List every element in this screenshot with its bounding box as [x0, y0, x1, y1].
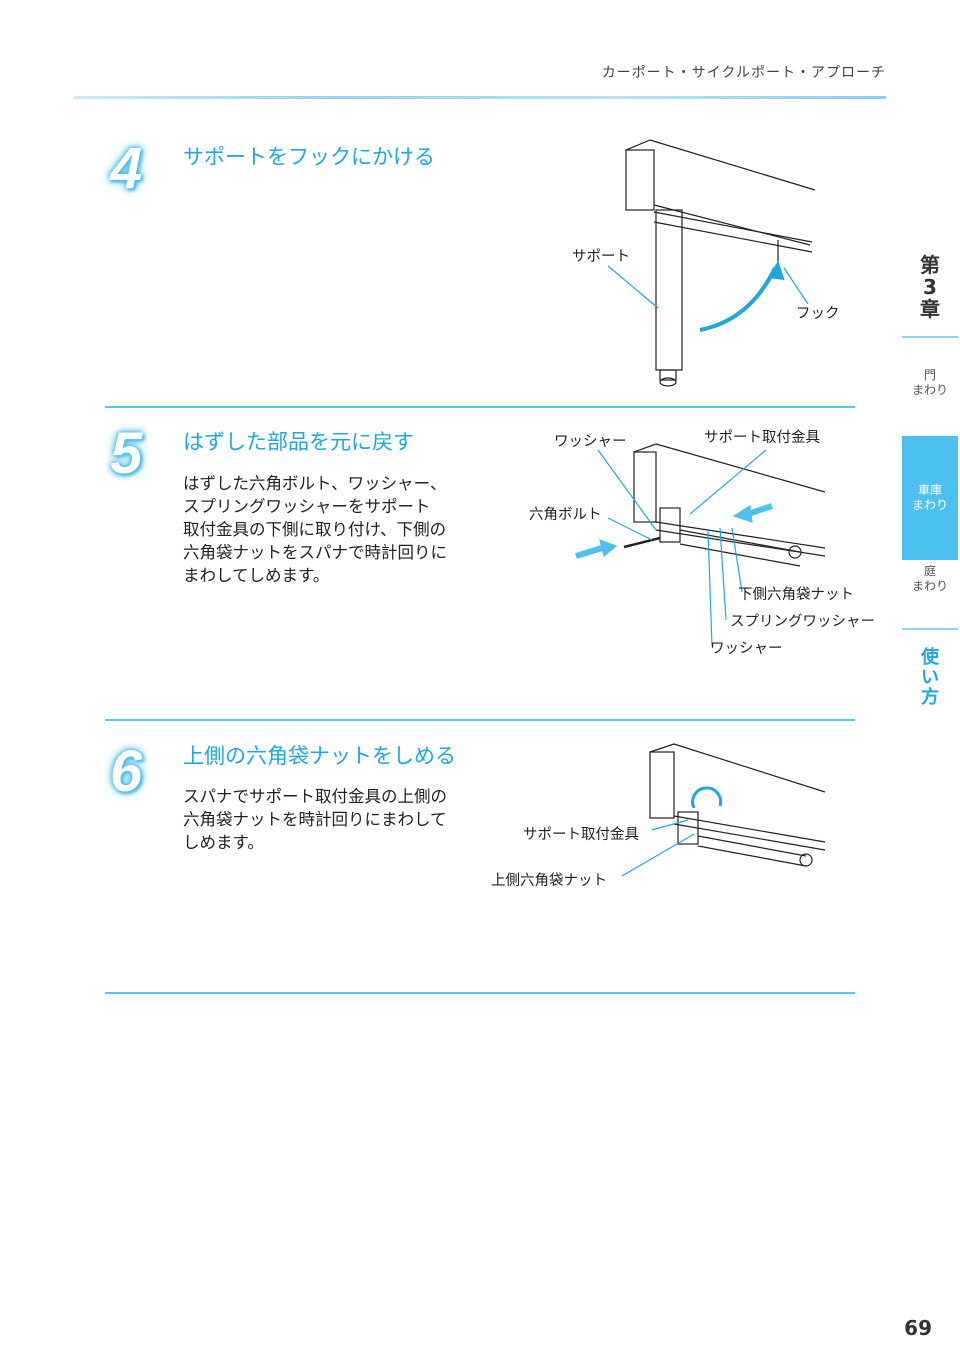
section-header: カーポート・サイクルポート・アプローチ: [601, 65, 886, 81]
side-rule: [902, 336, 958, 338]
tab-label: まわり: [911, 579, 948, 593]
step-number-5: 5: [110, 421, 143, 486]
label-support-bracket: サポート取付金具: [704, 430, 820, 446]
chapter-label: 第 3 章: [902, 254, 958, 320]
chapter-char: 3: [923, 275, 937, 299]
body-line: 取付金具の下側に取り付け、下側の: [183, 520, 447, 539]
support-hook-illustration: [607, 139, 816, 387]
header-rule: [74, 96, 886, 99]
label-washer-bottom: ワッシャー: [710, 641, 783, 657]
label-spring-washer: スプリングワッシャー: [730, 614, 875, 630]
label-support-bracket-6: サポート取付金具: [523, 827, 639, 843]
step-body-6: スパナでサポート取付金具の上側の 六角袋ナットを時計回りにまわして しめます。: [183, 785, 483, 854]
body-line: 六角袋ナットをスパナで時計回りに: [183, 543, 447, 562]
page-number: 69: [904, 1316, 932, 1340]
step-body-5: はずした六角ボルト、ワッシャー、 スプリングワッシャーをサポート 取付金具の下側…: [183, 472, 483, 587]
body-line: はずした六角ボルト、ワッシャー、: [183, 474, 447, 493]
chapter-char: 第: [920, 253, 940, 277]
label-washer-top: ワッシャー: [554, 434, 627, 450]
body-line: しめます。: [183, 833, 264, 852]
tab-usage[interactable]: 使 い 方: [902, 648, 958, 708]
label-hex-bolt: 六角ボルト: [529, 507, 602, 523]
tab-garden[interactable]: 庭 まわり: [902, 564, 958, 594]
side-rule: [902, 628, 958, 630]
label-support: サポート: [572, 249, 630, 265]
tab-label: まわり: [911, 383, 948, 397]
step-number-6: 6: [110, 739, 143, 804]
label-lower-nut: 下側六角袋ナット: [738, 587, 854, 603]
body-line: 六角袋ナットを時計回りにまわして: [183, 810, 447, 829]
tab-label: まわり: [911, 498, 948, 512]
washer-bolt-illustration: [575, 443, 826, 647]
tab-label: 車庫: [917, 483, 942, 497]
tab-label: 庭: [923, 564, 936, 578]
upper-nut-illustration: [621, 743, 826, 877]
label-hook: フック: [796, 306, 840, 322]
body-line: まわしてしめます。: [183, 566, 330, 585]
usage-char: 使: [921, 647, 939, 668]
tab-gate[interactable]: 門 まわり: [902, 368, 958, 398]
step-separator: [105, 406, 855, 408]
step-title-6: 上側の六角袋ナットをしめる: [183, 744, 456, 768]
usage-char: 方: [921, 687, 939, 708]
tab-garage[interactable]: 車庫 まわり: [902, 436, 958, 560]
body-line: スパナでサポート取付金具の上側の: [183, 787, 447, 806]
step-title-4: サポートをフックにかける: [183, 145, 435, 169]
body-line: スプリングワッシャーをサポート: [183, 497, 431, 516]
usage-char: い: [921, 667, 939, 688]
label-upper-nut: 上側六角袋ナット: [491, 873, 607, 889]
step-separator: [105, 992, 855, 994]
chapter-char: 章: [920, 297, 940, 321]
tab-label: 門: [923, 368, 936, 382]
step-number-4: 4: [110, 136, 143, 201]
step-title-5: はずした部品を元に戻す: [183, 430, 414, 454]
step-separator: [105, 719, 855, 721]
